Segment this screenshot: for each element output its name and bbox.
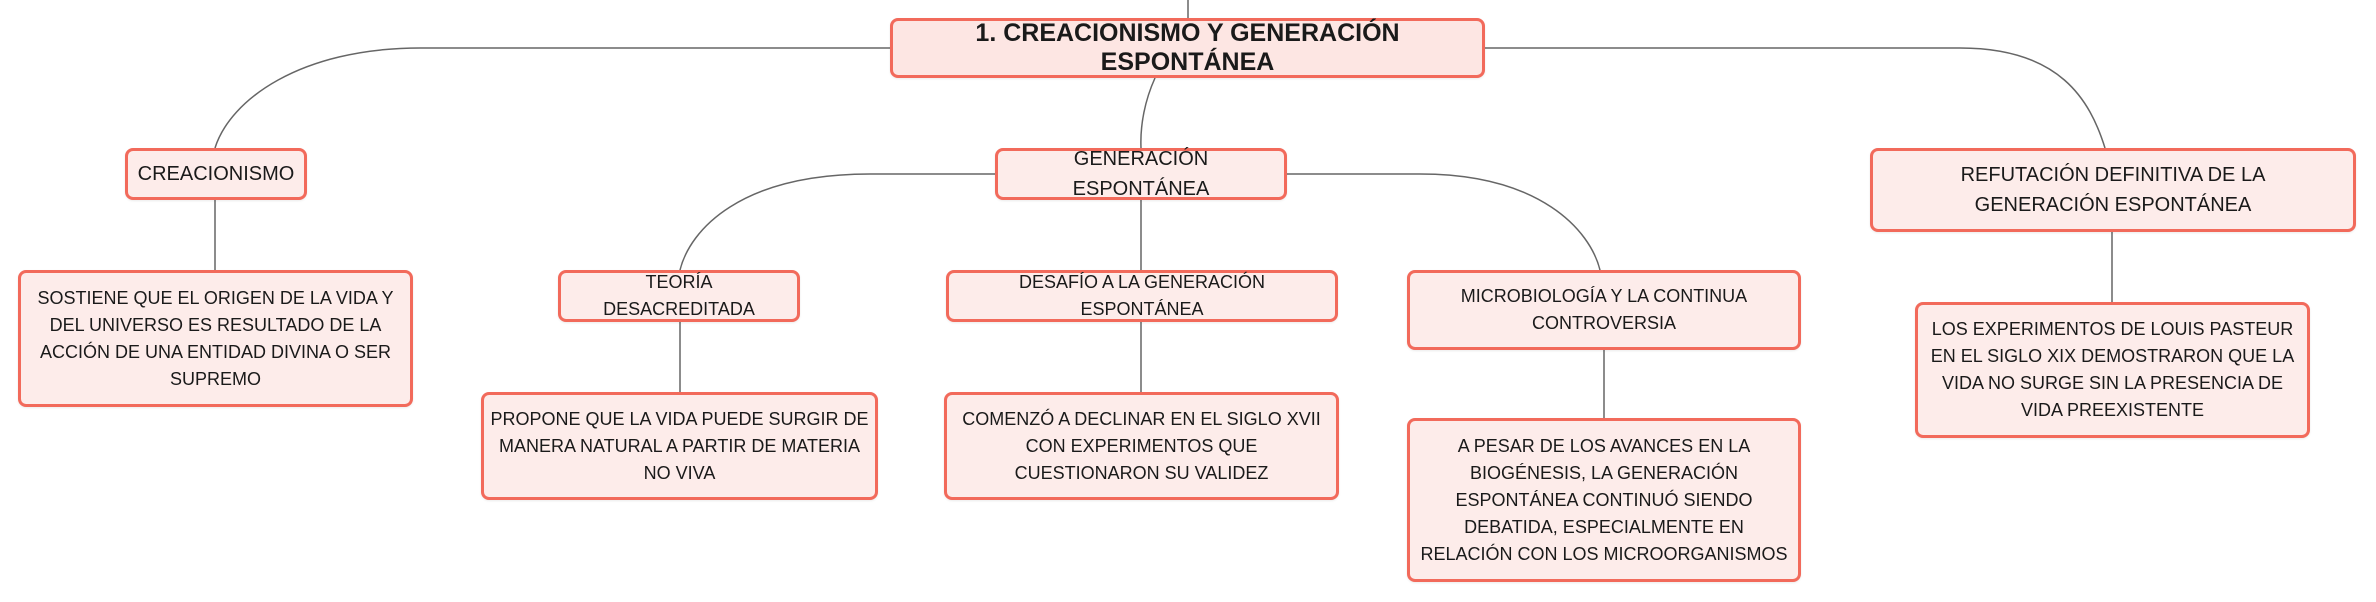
- node-teoria-desacreditada[interactable]: TEORÍA DESACREDITADA: [558, 270, 800, 322]
- node-desafio-generacion-label: DESAFÍO A LA GENERACIÓN ESPONTÁNEA: [1018, 272, 1266, 319]
- detail-creacionismo[interactable]: SOSTIENE QUE EL ORIGEN DE LA VIDA Y DEL …: [18, 270, 413, 407]
- node-generacion-espontanea-label: GENERACIÓN ESPONTÁNEA: [1072, 148, 1210, 200]
- node-generacion-espontanea[interactable]: GENERACIÓN ESPONTÁNEA: [995, 148, 1287, 200]
- root-node-label: 1. CREACIONISMO Y GENERACIÓN ESPONTÁNEA: [975, 19, 1400, 76]
- connector-generacion-microbiologia: [1287, 173, 1601, 271]
- node-refutacion-definitiva-label: REFUTACIÓN DEFINITIVA DE LA GENERACIÓN E…: [1960, 164, 2266, 216]
- node-microbiologia-controversia-label: MICROBIOLOGÍA Y LA CONTINUA CONTROVERSIA: [1460, 286, 1748, 333]
- connector-root-generacion: [1140, 77, 1156, 149]
- node-teoria-desacreditada-label: TEORÍA DESACREDITADA: [603, 272, 755, 319]
- node-creacionismo[interactable]: CREACIONISMO: [125, 148, 307, 200]
- detail-microbiologia-controversia-text: A PESAR DE LOS AVANCES EN LA BIOGÉNESIS,…: [1420, 435, 1788, 564]
- detail-creacionismo-text: SOSTIENE QUE EL ORIGEN DE LA VIDA Y DEL …: [37, 287, 394, 389]
- root-node[interactable]: 1. CREACIONISMO Y GENERACIÓN ESPONTÁNEA: [890, 18, 1485, 78]
- node-microbiologia-controversia[interactable]: MICROBIOLOGÍA Y LA CONTINUA CONTROVERSIA: [1407, 270, 1801, 350]
- connector-root-creacionismo: [214, 47, 890, 149]
- detail-desafio-generacion-text: COMENZÓ A DECLINAR EN EL SIGLO XVII CON …: [962, 408, 1321, 483]
- detail-refutacion-definitiva-text: LOS EXPERIMENTOS DE LOUIS PASTEUR EN EL …: [1930, 319, 2295, 420]
- detail-teoria-desacreditada-text: PROPONE QUE LA VIDA PUEDE SURGIR DE MANE…: [490, 408, 869, 483]
- detail-refutacion-definitiva[interactable]: LOS EXPERIMENTOS DE LOUIS PASTEUR EN EL …: [1915, 302, 2310, 438]
- node-desafio-generacion[interactable]: DESAFÍO A LA GENERACIÓN ESPONTÁNEA: [946, 270, 1338, 322]
- detail-microbiologia-controversia[interactable]: A PESAR DE LOS AVANCES EN LA BIOGÉNESIS,…: [1407, 418, 1801, 582]
- node-creacionismo-label: CREACIONISMO: [137, 163, 295, 185]
- detail-teoria-desacreditada[interactable]: PROPONE QUE LA VIDA PUEDE SURGIR DE MANE…: [481, 392, 878, 500]
- detail-desafio-generacion[interactable]: COMENZÓ A DECLINAR EN EL SIGLO XVII CON …: [944, 392, 1339, 500]
- connector-generacion-teoria: [679, 173, 995, 271]
- connector-root-refutacion: [1485, 47, 2106, 149]
- node-refutacion-definitiva[interactable]: REFUTACIÓN DEFINITIVA DE LA GENERACIÓN E…: [1870, 148, 2356, 232]
